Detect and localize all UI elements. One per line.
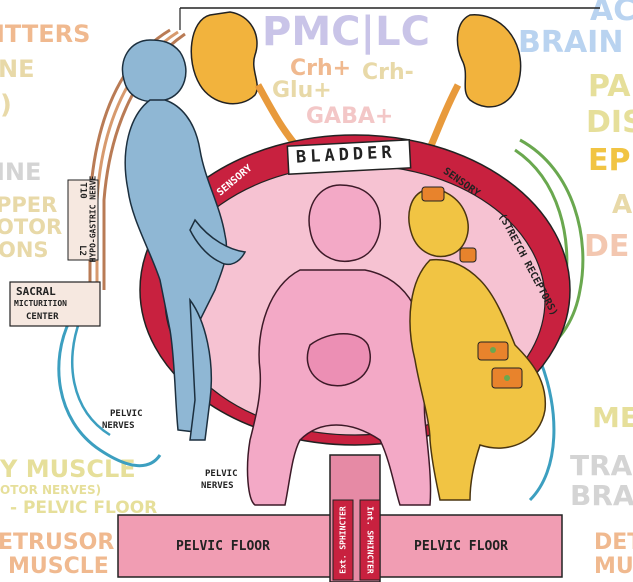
electrode-pad-1 bbox=[422, 187, 444, 201]
int-sphincter-label: Int. SPHINCTER bbox=[366, 506, 374, 573]
hypogastric-nerve-label: HYPO-GASTRIC NERVE bbox=[89, 176, 97, 263]
sacral-label: SACRAL bbox=[16, 286, 56, 297]
ext-sphincter-label: Ext. SPHINCTER bbox=[340, 506, 348, 573]
pelvic-floor-right-label: PELVIC FLOOR bbox=[414, 540, 508, 553]
pelvic-nerves-left-label-2: NERVES bbox=[102, 422, 135, 431]
pelvic-nerves-left-label-1: PELVIC bbox=[110, 410, 143, 419]
pelvic-floor-left-label: PELVIC FLOOR bbox=[176, 540, 270, 553]
pelvic-nerves-mid-label-1: PELVIC bbox=[205, 470, 238, 479]
right-kidney bbox=[457, 15, 520, 107]
right-ureter bbox=[430, 85, 458, 148]
l2-label: L2 bbox=[77, 245, 86, 256]
t10-label: T10 bbox=[78, 182, 87, 198]
center-label: CENTER bbox=[26, 313, 59, 322]
left-ureter bbox=[258, 85, 300, 150]
electrode-pad-2 bbox=[460, 248, 476, 262]
left-kidney bbox=[191, 12, 257, 104]
pelvic-nerves-mid-label-2: NERVES bbox=[201, 482, 234, 491]
micturition-label: MICTURITION bbox=[14, 300, 67, 308]
